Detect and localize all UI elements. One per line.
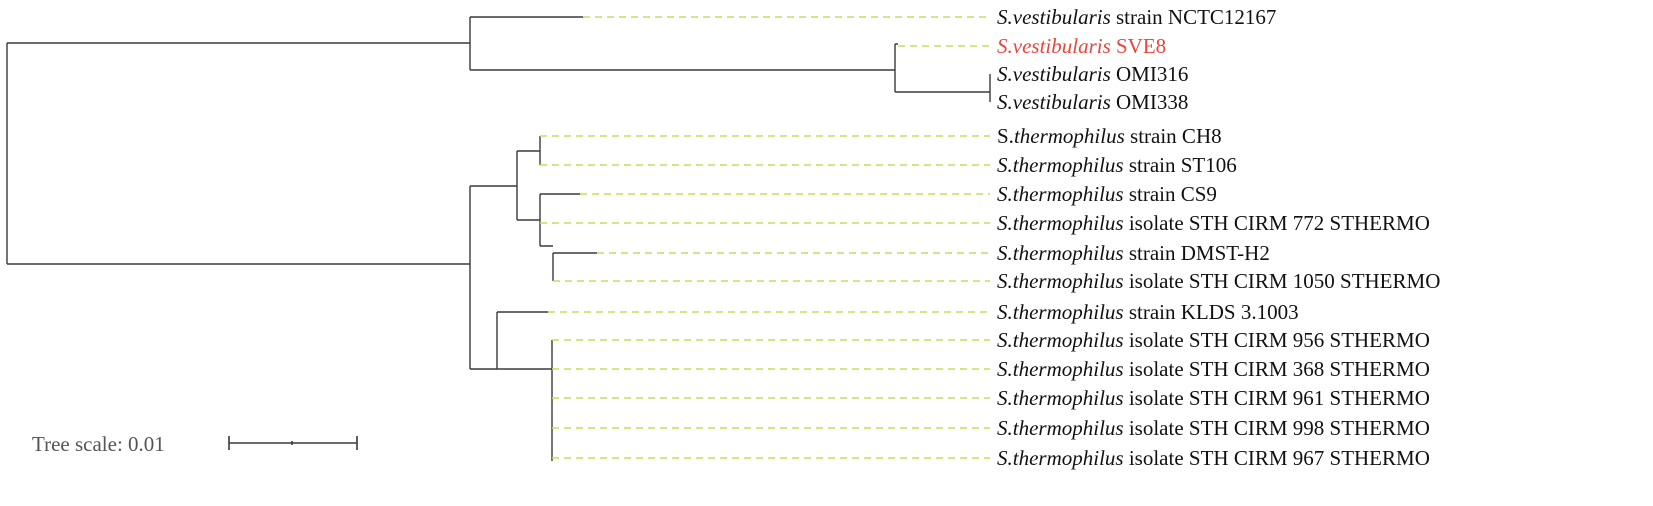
leaf-strain: isolate STH CIRM 967 STHERMO xyxy=(1124,446,1430,470)
leaf-species: S.thermophilus xyxy=(997,153,1124,177)
leaf-species: S.vestibularis xyxy=(997,62,1111,86)
leaf-species: S.vestibularis xyxy=(997,34,1111,58)
leaf-label: S.thermophilus strain KLDS 3.1003 xyxy=(997,300,1299,324)
leaf-label: S.thermophilus isolate STH CIRM 772 STHE… xyxy=(997,211,1430,235)
leaf-strain: OMI338 xyxy=(1111,90,1189,114)
tree-scale-bar xyxy=(228,436,358,450)
leaf-strain: strain CH8 xyxy=(1125,124,1222,148)
leaf-species: S.thermophilus xyxy=(997,416,1124,440)
leaf-species: S.vestibularis xyxy=(997,90,1111,114)
leaf-label: S.thermophilus isolate STH CIRM 967 STHE… xyxy=(997,446,1430,470)
leaf-strain: isolate STH CIRM 956 STHERMO xyxy=(1124,328,1430,352)
leaf-species: S.thermophilus xyxy=(997,211,1124,235)
leaf-strain: strain KLDS 3.1003 xyxy=(1124,300,1299,324)
leaf-label: S.thermophilus isolate STH CIRM 956 STHE… xyxy=(997,328,1430,352)
tree-scale: Tree scale: 0.01 xyxy=(32,432,358,456)
leaf-species: S.thermophilus xyxy=(997,269,1124,293)
leaf-label: S.vestibularis strain NCTC12167 xyxy=(997,5,1276,29)
leaf-label: S.vestibularis SVE8 xyxy=(997,34,1166,58)
leaf-label: S.thermophilus strain CS9 xyxy=(997,182,1217,206)
leaf-label: S.thermophilus isolate STH CIRM 961 STHE… xyxy=(997,386,1430,410)
leaf-species: thermophilus xyxy=(1014,124,1125,148)
leaf-label: S.thermophilus isolate STH CIRM 1050 STH… xyxy=(997,269,1440,293)
leaf-label: S.thermophilus strain ST106 xyxy=(997,153,1237,177)
leaf-strain: isolate STH CIRM 1050 STHERMO xyxy=(1124,269,1441,293)
leaf-strain: OMI316 xyxy=(1111,62,1189,86)
leaf-species: S.thermophilus xyxy=(997,328,1124,352)
tree-branches xyxy=(6,16,991,461)
leaf-strain: strain NCTC12167 xyxy=(1111,5,1277,29)
leaf-species: S.vestibularis xyxy=(997,5,1111,29)
leaf-species: S.thermophilus xyxy=(997,386,1124,410)
leaf-label: S.thermophilus isolate STH CIRM 998 STHE… xyxy=(997,416,1430,440)
leaf-species: S.thermophilus xyxy=(997,182,1124,206)
leaf-strain: isolate STH CIRM 772 STHERMO xyxy=(1124,211,1430,235)
leaf-label: S.thermophilus isolate STH CIRM 368 STHE… xyxy=(997,357,1430,381)
leaf-strain: isolate STH CIRM 998 STHERMO xyxy=(1124,416,1430,440)
leaf-strain: SVE8 xyxy=(1111,34,1166,58)
leaf-label: S.thermophilus strain CH8 xyxy=(997,124,1222,148)
leaf-label: S.vestibularis OMI338 xyxy=(997,90,1188,114)
leaf-label: S.vestibularis OMI316 xyxy=(997,62,1188,86)
leaf-genus-prefix: S. xyxy=(997,124,1014,148)
leaf-strain: strain CS9 xyxy=(1124,182,1217,206)
leaf-labels: S.vestibularis strain NCTC12167S.vestibu… xyxy=(997,5,1440,470)
tree-scale-label: Tree scale: 0.01 xyxy=(32,432,165,456)
leaf-species: S.thermophilus xyxy=(997,357,1124,381)
leaf-species: S.thermophilus xyxy=(997,241,1124,265)
leaf-strain: strain ST106 xyxy=(1124,153,1237,177)
leaf-strain: isolate STH CIRM 961 STHERMO xyxy=(1124,386,1430,410)
leaf-leaders xyxy=(540,16,990,459)
leaf-strain: isolate STH CIRM 368 STHERMO xyxy=(1124,357,1430,381)
leaf-label: S.thermophilus strain DMST-H2 xyxy=(997,241,1270,265)
leaf-species: S.thermophilus xyxy=(997,300,1124,324)
leaf-species: S.thermophilus xyxy=(997,446,1124,470)
leaf-strain: strain DMST-H2 xyxy=(1124,241,1270,265)
